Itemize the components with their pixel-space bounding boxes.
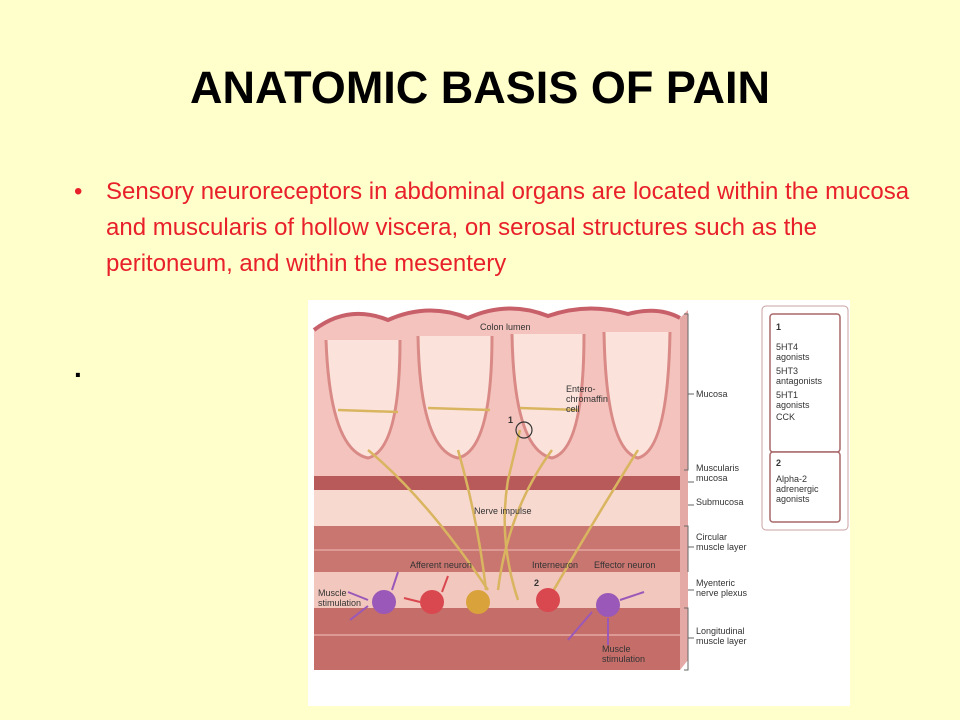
label-nerve-impulse: Nerve impulse xyxy=(474,506,532,516)
label-entero-3: cell xyxy=(566,404,580,414)
legend-1-line: 5HT3 xyxy=(776,366,798,376)
label-myenteric-1: Myenteric xyxy=(696,578,736,588)
effector-neuron-cell xyxy=(596,593,620,617)
label-longitudinal-2: muscle layer xyxy=(696,636,747,646)
legend-box-1: 1 5HT4 agonists 5HT3 antagonists 5HT1 ag… xyxy=(769,313,841,453)
muscle-neuron-left xyxy=(372,590,396,614)
legend-2-line: agonists xyxy=(776,494,810,504)
label-muscularis-1: Muscularis xyxy=(696,463,740,473)
bullet-text: Sensory neuroreceptors in abdominal orga… xyxy=(106,178,910,277)
nerve-fibers xyxy=(337,406,640,601)
legend-1-line: 5HT1 xyxy=(776,390,798,400)
label-submucosa: Submucosa xyxy=(696,497,744,507)
myenteric-plexus-layer xyxy=(314,572,680,608)
afferent-neuron-cell xyxy=(420,590,444,614)
longitudinal-muscle-layer xyxy=(314,608,680,670)
label-afferent-neuron: Afferent neuron xyxy=(410,560,472,570)
neuron-cells xyxy=(347,571,645,645)
interneuron-cell xyxy=(536,588,560,612)
label-longitudinal-1: Longitudinal xyxy=(696,626,745,636)
legend-1-line: CCK xyxy=(776,412,795,422)
label-colon-lumen: Colon lumen xyxy=(480,322,531,332)
label-muscle-stim-right-2: stimulation xyxy=(602,654,645,664)
label-circular-1: Circular xyxy=(696,532,727,542)
bullet-item: • Sensory neuroreceptors in abdominal or… xyxy=(74,174,924,282)
colon-wall-diagram: Colon lumen Entero- chromaffin cell 1 Ne… xyxy=(308,300,850,706)
slide-title: ANATOMIC BASIS OF PAIN xyxy=(189,62,770,113)
label-circular-2: muscle layer xyxy=(696,542,747,552)
label-entero-1: Entero- xyxy=(566,384,596,394)
muscularis-mucosa-layer xyxy=(314,476,680,490)
layer-brackets xyxy=(684,313,694,671)
legend-1-line: agonists xyxy=(776,400,810,410)
label-muscle-stim-left-1: Muscle xyxy=(318,588,347,598)
second-bullet: . xyxy=(74,352,82,383)
label-myenteric-2: nerve plexus xyxy=(696,588,748,598)
mucosa-layer xyxy=(312,306,681,480)
legend-1-line: agonists xyxy=(776,352,810,362)
afferent-neuron-gold xyxy=(466,590,490,614)
submucosa-layer xyxy=(314,490,680,526)
legend-box-2: 2 Alpha-2 adrenergic agonists xyxy=(769,451,841,523)
label-muscularis-2: mucosa xyxy=(696,473,728,483)
legend-2-line: adrenergic xyxy=(776,484,819,494)
bullet-list: • Sensory neuroreceptors in abdominal or… xyxy=(74,174,924,282)
legend-1-line: 5HT4 xyxy=(776,342,798,352)
label-entero-2: chromaffin xyxy=(566,394,608,404)
colon-wall-svg: Colon lumen Entero- chromaffin cell 1 Ne… xyxy=(312,305,849,671)
enterochromaffin-cell xyxy=(515,421,533,439)
marker-2: 2 xyxy=(534,578,539,588)
label-muscle-stim-right-1: Muscle xyxy=(602,644,631,654)
legend-2-number: 2 xyxy=(776,458,781,468)
label-effector-neuron: Effector neuron xyxy=(594,560,655,570)
bullet-dot: • xyxy=(74,178,83,205)
label-muscle-stim-left-2: stimulation xyxy=(318,598,361,608)
legend-1-number: 1 xyxy=(776,322,781,332)
legend-1-line: antagonists xyxy=(776,376,823,386)
legend-2-line: Alpha-2 xyxy=(776,474,807,484)
label-mucosa: Mucosa xyxy=(696,389,728,399)
label-interneuron: Interneuron xyxy=(532,560,578,570)
marker-1: 1 xyxy=(508,415,513,425)
